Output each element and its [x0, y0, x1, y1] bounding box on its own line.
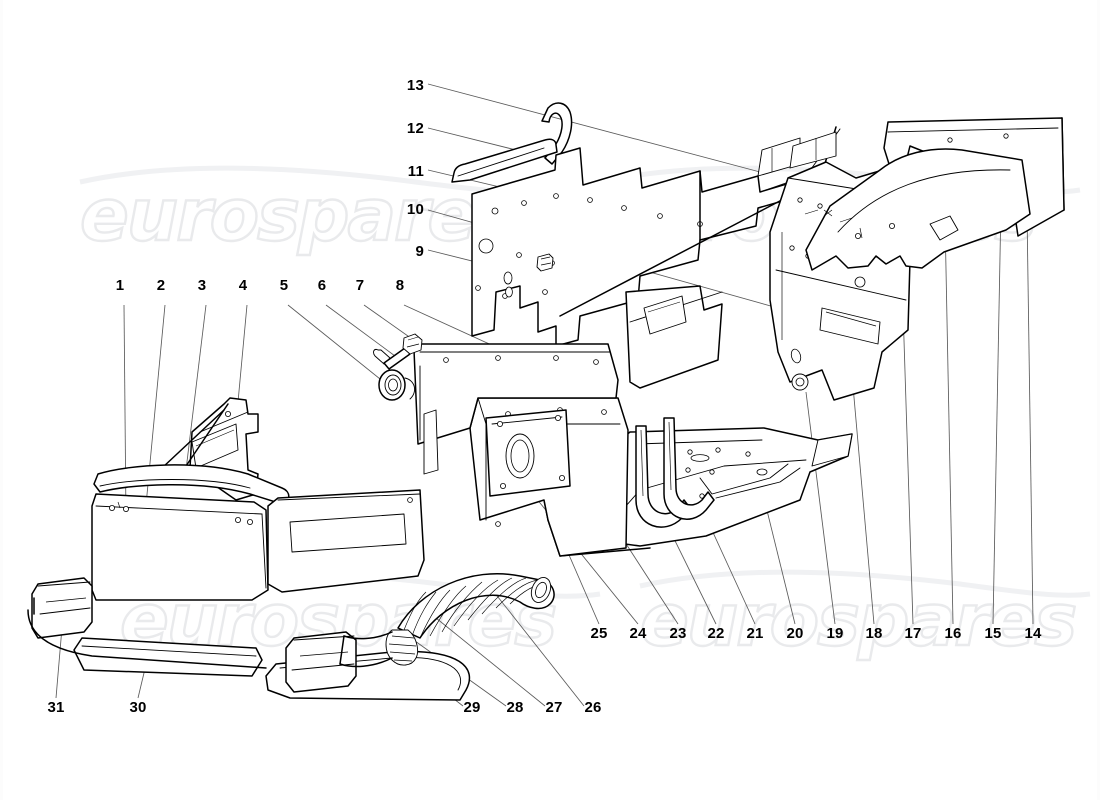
part-3-diagonal-brace: [161, 403, 229, 469]
callout-13: 13: [406, 77, 424, 94]
part-inner-left-panel: [267, 489, 425, 593]
callout-5: 5: [279, 277, 289, 294]
part-12-flat-plate: [451, 138, 558, 183]
part-5-bushing: [378, 369, 416, 401]
callout-3: 3: [197, 277, 207, 294]
callout-17: 17: [904, 625, 922, 642]
callout-22: 22: [707, 625, 725, 642]
callout-10: 10: [406, 201, 424, 218]
callout-24: 24: [629, 625, 647, 642]
callout-26: 26: [584, 699, 602, 716]
sheet-left-edge: [0, 0, 3, 800]
callout-12: 12: [406, 120, 424, 137]
hose-corrugations: [403, 577, 547, 639]
part-26-flex-hose: [397, 572, 555, 639]
part-1-front-panel: [91, 493, 269, 601]
part-7-bolt: [373, 347, 411, 370]
callout-27: 27: [545, 699, 563, 716]
engraving-marks: [804, 209, 863, 239]
callout-11: 11: [407, 163, 424, 180]
part-9-clip: [536, 253, 554, 272]
watermark-text: eurospares: [640, 578, 1075, 662]
callout-21: 21: [746, 625, 764, 642]
callout-6: 6: [317, 277, 327, 294]
part-hose-tail: [339, 631, 393, 668]
callout-31: 31: [47, 699, 65, 716]
part-6-nut: [402, 333, 423, 355]
callout-14: 14: [1024, 625, 1042, 642]
watermark-group-4: eurospares: [639, 569, 1091, 663]
part-31-corner-block-left: [31, 577, 93, 639]
part-25-cover-plate: [485, 409, 571, 497]
callout-18: 18: [865, 625, 883, 642]
callout-20: 20: [786, 625, 804, 642]
callout-30: 30: [129, 699, 147, 716]
callout-1: 1: [115, 277, 125, 294]
callout-28: 28: [506, 699, 524, 716]
part-23-j-rod-right: [663, 417, 715, 520]
callout-2: 2: [156, 277, 166, 294]
callout-29: 29: [463, 699, 481, 716]
callout-25: 25: [590, 625, 608, 642]
callout-4: 4: [238, 277, 248, 294]
sheet-right-edge: [1097, 0, 1100, 800]
callout-23: 23: [669, 625, 687, 642]
part-8-center-panel: [413, 343, 619, 475]
callout-7: 7: [355, 277, 365, 294]
callout-16: 16: [944, 625, 962, 642]
part-28-corner-block-right: [285, 631, 357, 693]
callout-15: 15: [984, 625, 1002, 642]
part-30-lower-splitter: [73, 637, 263, 677]
callout-19: 19: [826, 625, 844, 642]
callout-9: 9: [415, 243, 424, 260]
callout-8: 8: [395, 277, 405, 294]
part-18-main-shell: [805, 148, 1031, 271]
part-27-hose-clamp: [385, 629, 419, 666]
part-20-center-box-panel: [625, 285, 723, 389]
part-under-tray-edge: [27, 597, 267, 669]
